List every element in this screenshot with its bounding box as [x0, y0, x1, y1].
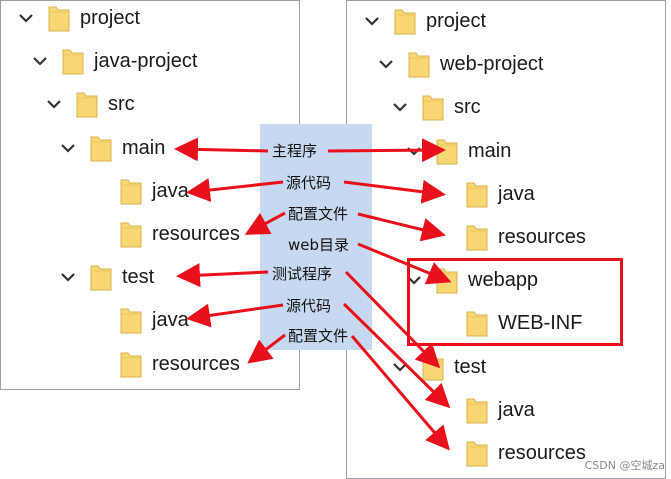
folder-label: web-project [440, 52, 544, 75]
left-tree-item[interactable]: resources [88, 217, 240, 251]
folder-label: java [152, 308, 189, 331]
left-tree-item[interactable]: project [16, 1, 140, 35]
folder-label: java [498, 182, 535, 205]
arrow [247, 333, 286, 364]
chevron-down-icon[interactable] [16, 8, 36, 28]
right-tree-item[interactable]: WEB-INF [434, 306, 582, 340]
chevron-down-icon[interactable] [362, 11, 382, 31]
folder-label: resources [152, 222, 240, 245]
chevron-down-icon[interactable] [44, 94, 64, 114]
arrow [186, 303, 284, 328]
folder-label: main [122, 136, 166, 159]
arrow [186, 178, 284, 202]
folder-icon [120, 306, 142, 334]
right-tree-item[interactable]: java [434, 177, 535, 211]
chevron-down-icon[interactable] [58, 267, 78, 287]
chevron-down-icon[interactable] [376, 54, 396, 74]
folder-icon [120, 350, 142, 378]
left-tree-item[interactable]: resources [88, 347, 240, 381]
right-tree-item[interactable]: java [434, 393, 535, 427]
arrow [174, 137, 269, 162]
arrow [342, 302, 451, 409]
left-tree-panel [0, 0, 300, 390]
folder-label: test [122, 265, 155, 288]
folder-label: java [498, 398, 535, 421]
right-tree-item[interactable]: project [362, 4, 486, 38]
annotation-label: 源代码 [286, 297, 332, 315]
folder-label: WEB-INF [498, 311, 583, 334]
folder-icon [466, 396, 488, 424]
folder-icon [408, 50, 430, 78]
folder-icon [90, 263, 112, 291]
folder-label: main [468, 139, 512, 162]
chevron-down-icon[interactable] [58, 138, 78, 158]
folder-label: project [80, 6, 141, 29]
folder-icon [466, 439, 488, 467]
folder-icon [466, 223, 488, 251]
folder-label: src [108, 92, 135, 115]
left-tree-item[interactable]: src [44, 87, 135, 121]
annotation-label: 配置文件 [288, 327, 349, 345]
right-tree-item[interactable]: web-project [376, 47, 543, 81]
watermark: CSDN @空城za [584, 459, 665, 472]
folder-label: webapp [468, 268, 539, 291]
right-tree-item[interactable]: resources [434, 220, 586, 254]
chevron-down-icon[interactable] [30, 51, 50, 71]
right-tree-panel [346, 0, 666, 479]
folder-label: test [454, 355, 487, 378]
arrow [357, 212, 446, 242]
right-tree-item[interactable]: src [390, 90, 481, 124]
annotation-label: 测试程序 [272, 265, 333, 283]
annotation-label: 主程序 [272, 142, 318, 160]
folder-icon [120, 177, 142, 205]
folder-icon [394, 7, 416, 35]
chevron-down-icon[interactable] [390, 357, 410, 377]
folder-label: project [426, 9, 487, 32]
folder-label: java-project [94, 49, 198, 72]
arrow [176, 263, 269, 288]
folder-label: resources [152, 352, 240, 375]
left-tree-item[interactable]: java [88, 303, 189, 337]
folder-icon [466, 309, 488, 337]
annotation-label: 源代码 [286, 174, 332, 192]
folder-icon [422, 93, 444, 121]
arrow [343, 179, 446, 204]
folder-icon [62, 47, 84, 75]
folder-icon [48, 4, 70, 32]
left-tree-item[interactable]: java-project [30, 44, 197, 78]
folder-label: resources [498, 225, 586, 248]
left-tree-item[interactable]: java [88, 174, 189, 208]
webapp-highlight-box [407, 258, 623, 346]
folder-label: src [454, 95, 481, 118]
arrow [327, 138, 446, 163]
folder-icon [466, 180, 488, 208]
arrow [244, 211, 286, 235]
folder-label: resources [498, 441, 586, 464]
folder-icon [76, 90, 98, 118]
arrow [350, 335, 450, 451]
annotation-label: 配置文件 [288, 205, 349, 223]
left-tree-item[interactable]: main [58, 131, 165, 165]
right-tree-item[interactable]: resources [434, 436, 586, 470]
chevron-down-icon[interactable] [404, 270, 424, 290]
folder-icon [120, 220, 142, 248]
arrow [344, 270, 441, 369]
folder-icon [90, 134, 112, 162]
arrow [357, 242, 452, 285]
annotation-label: web目录 [288, 236, 350, 254]
folder-label: java [152, 179, 189, 202]
left-tree-item[interactable]: test [58, 260, 154, 294]
chevron-down-icon[interactable] [390, 97, 410, 117]
